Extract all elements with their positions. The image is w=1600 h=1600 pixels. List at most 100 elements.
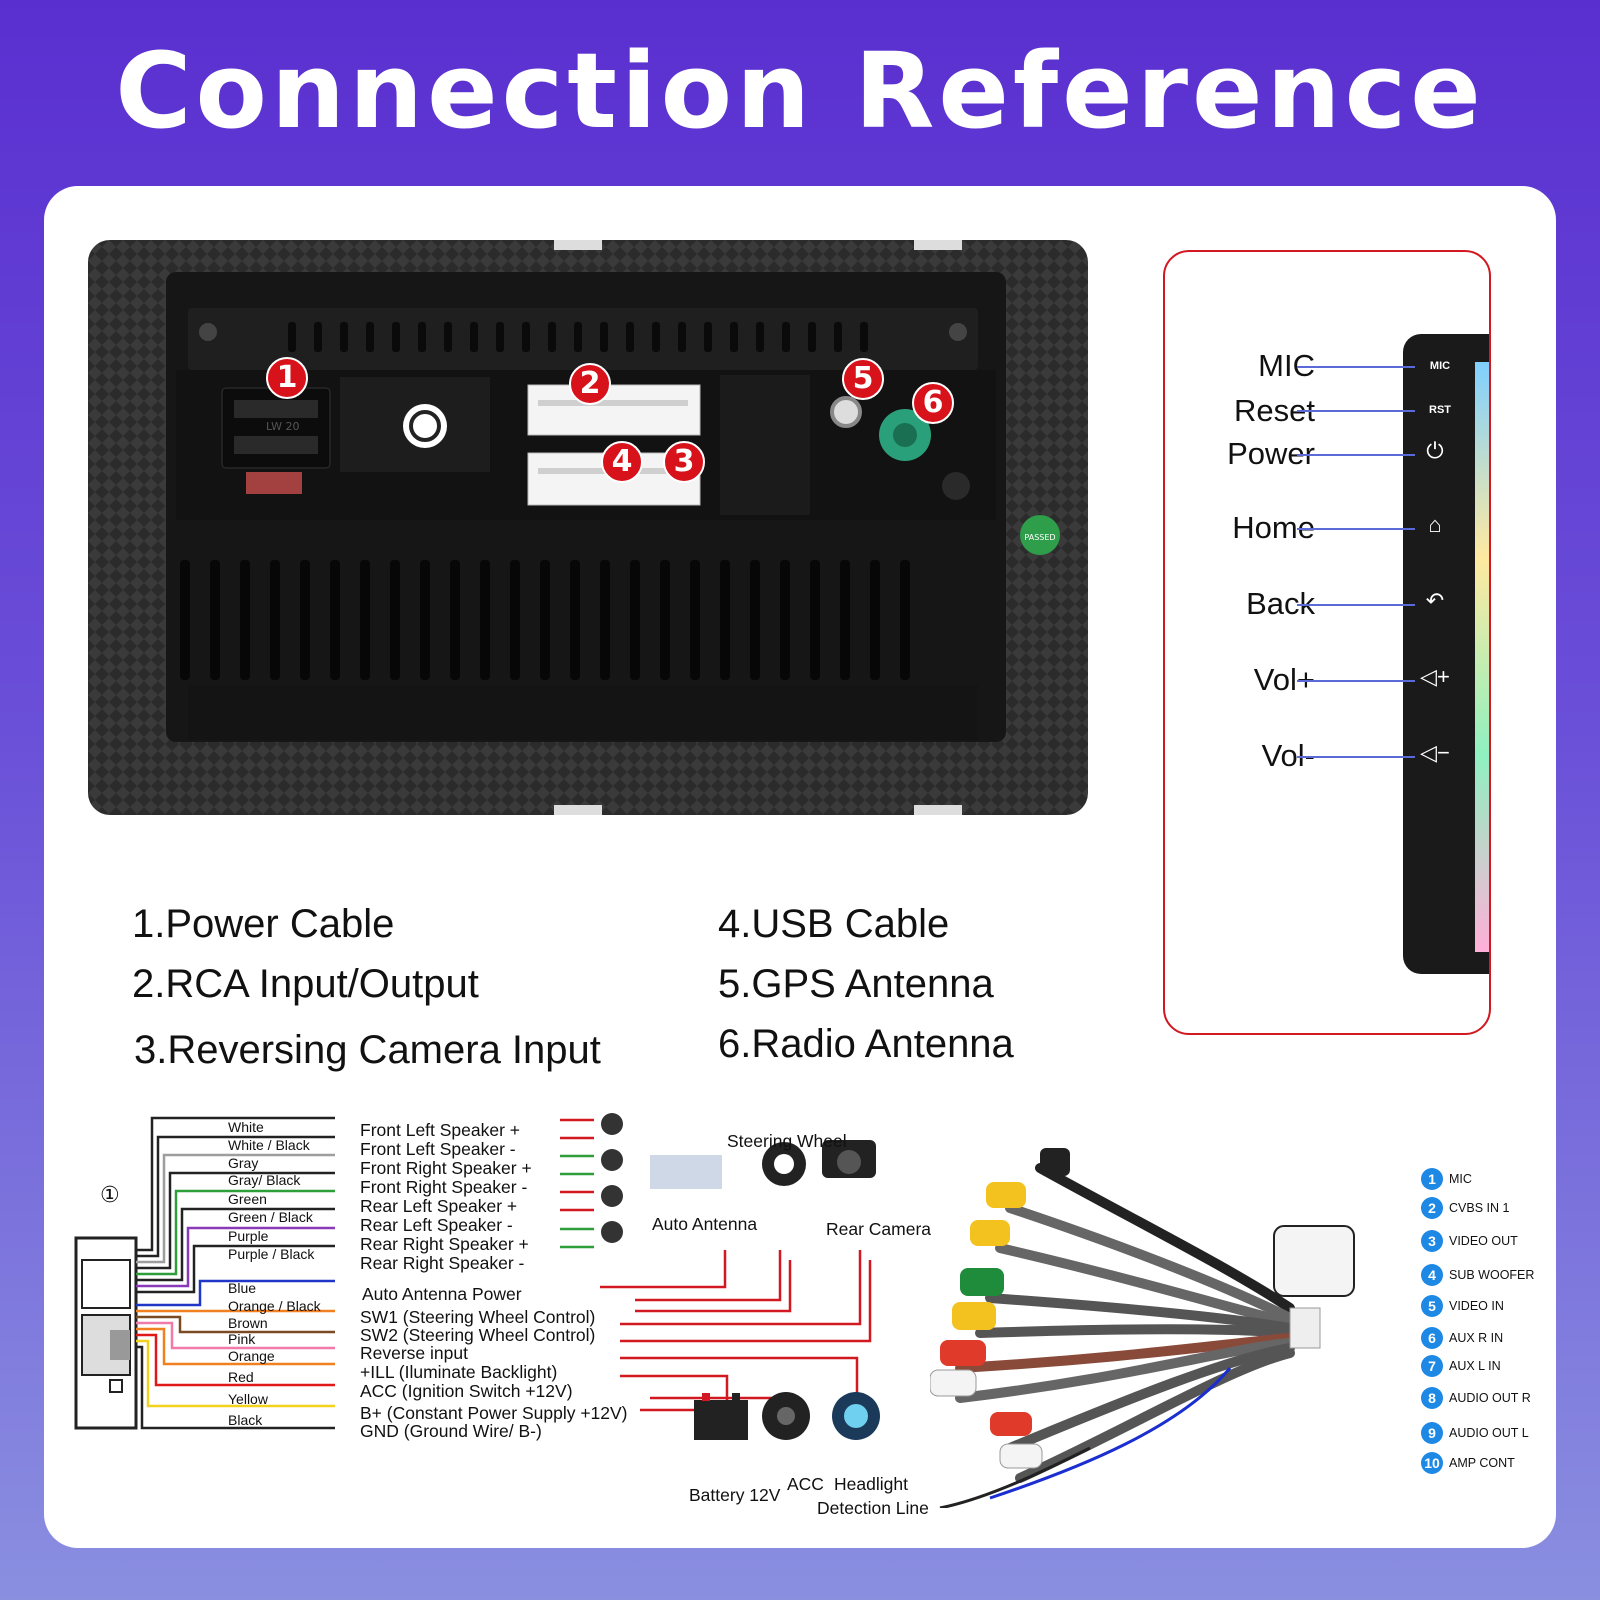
pin-label-text: LW 20 [266, 420, 300, 433]
rca-number: 1 [1421, 1168, 1443, 1190]
rca-number: 4 [1421, 1264, 1443, 1286]
rca-legend-item: 5 VIDEO IN [1421, 1295, 1504, 1317]
volume-up-icon: ◁+ [1420, 664, 1450, 689]
rca-label: AUDIO OUT L [1449, 1426, 1529, 1440]
steering-wheel-label: Steering Wheel [727, 1131, 847, 1151]
wire-color-label: Orange [228, 1348, 275, 1364]
wire-function-label: Auto Antenna Power [362, 1284, 522, 1304]
rca-number: 2 [1421, 1197, 1443, 1219]
rca-label: AUX R IN [1449, 1331, 1504, 1345]
pointer-line-home [1297, 528, 1415, 530]
rca-plugs [930, 1148, 1070, 1469]
wire-color-label: Black [228, 1412, 263, 1428]
head-unit-back-photo: LW 20 [88, 240, 1088, 815]
legend-gps: 5.GPS Antenna [718, 962, 994, 1006]
rca-legend-item: 1 MIC [1421, 1168, 1472, 1190]
device-icons [650, 1140, 880, 1440]
rca-legend-item: 10 AMP CONT [1421, 1452, 1515, 1474]
badge-radio: 6 [912, 382, 954, 424]
rca-label: AMP CONT [1449, 1456, 1515, 1470]
rca-legend-item: 2 CVBS IN 1 [1421, 1197, 1509, 1219]
wire-function-label: Front Right Speaker + [360, 1158, 532, 1178]
top-vents [288, 322, 868, 352]
wire-color-label: Purple [228, 1228, 269, 1244]
rca-number: 3 [1421, 1230, 1443, 1252]
rca-legend-item: 8 AUDIO OUT R [1421, 1387, 1531, 1409]
wire-function-label: Rear Right Speaker - [360, 1253, 525, 1273]
side-buttons-panel: MIC Reset Power Home Back Vol+ Vol- MIC … [1163, 250, 1491, 1035]
side-label-back: Back [1246, 586, 1315, 621]
auto-antenna-label: Auto Antenna [652, 1214, 758, 1234]
legend-reversing-camera: 3.Reversing Camera Input [134, 1028, 601, 1072]
wire-color-label: White [228, 1119, 264, 1135]
wire-color-label: Red [228, 1369, 254, 1385]
headlight-label: Headlight [834, 1474, 908, 1494]
acc-label: ACC [787, 1474, 824, 1494]
power-icon: ⏻ [1426, 438, 1444, 463]
passed-sticker-text: PASSED [1024, 533, 1055, 542]
side-label-power: Power [1227, 436, 1315, 471]
harness-connector-number: ① [100, 1182, 120, 1207]
back-icon: ↶ [1425, 588, 1445, 613]
battery-label: Battery 12V [689, 1485, 781, 1505]
wire-color-label: Blue [228, 1280, 257, 1296]
unit-bezel-photo [1403, 334, 1489, 974]
badge-reversing-camera: 3 [663, 441, 705, 483]
wire-function-label: +ILL (Iluminate Backlight) [360, 1362, 558, 1382]
wire-color-label: White / Black [228, 1137, 310, 1153]
badge-gps: 5 [842, 358, 884, 400]
side-label-vol-up: Vol+ [1253, 662, 1315, 697]
rca-label: SUB WOOFER [1449, 1268, 1535, 1282]
rca-cable-photo [930, 1148, 1355, 1508]
rca-number: 8 [1421, 1387, 1443, 1409]
page-title: Connection Reference [115, 30, 1485, 152]
legend-usb: 4.USB Cable [718, 902, 950, 946]
wire-color-label: Yellow [228, 1391, 268, 1407]
wire-function-label: Rear Right Speaker + [360, 1234, 529, 1254]
rca-number: 10 [1421, 1452, 1443, 1474]
wire-color-label: Green / Black [228, 1209, 313, 1225]
badge-rca: 2 [569, 363, 611, 405]
rca-label: MIC [1449, 1172, 1472, 1186]
home-icon: ⌂ [1428, 512, 1442, 537]
side-label-home: Home [1232, 510, 1315, 545]
wire-function-label: SW1 (Steering Wheel Control) [360, 1307, 596, 1327]
wire-color-label: Green [228, 1191, 267, 1207]
pointer-line-vol-down [1297, 756, 1415, 758]
rca-number: 5 [1421, 1295, 1443, 1317]
legend-radio: 6.Radio Antenna [718, 1022, 1014, 1066]
wire-function-label: GND (Ground Wire/ B-) [360, 1421, 542, 1441]
mic-hole-icon: MIC [1429, 360, 1451, 372]
screen-edge [1475, 362, 1489, 952]
wire-color-label: Gray [228, 1155, 259, 1171]
rca-label: AUDIO OUT R [1449, 1391, 1531, 1405]
pointer-line-reset [1297, 410, 1415, 412]
wire-function-label: ACC (Ignition Switch +12V) [360, 1381, 573, 1401]
pointer-line-mic [1297, 366, 1415, 368]
wire-function-label: SW2 (Steering Wheel Control) [360, 1325, 596, 1345]
legend-power-cable: 1.Power Cable [132, 902, 395, 946]
wire-function-label: Front Left Speaker + [360, 1120, 521, 1140]
bottom-vents [180, 560, 910, 680]
pointer-line-vol-up [1297, 680, 1415, 682]
wire-function-label: Rear Left Speaker - [360, 1215, 513, 1235]
wire-function-label: Front Left Speaker - [360, 1139, 516, 1159]
side-label-reset: Reset [1234, 393, 1315, 428]
rear-camera-label: Rear Camera [826, 1219, 932, 1239]
rca-label: VIDEO IN [1449, 1299, 1504, 1313]
wire-color-label: Purple / Black [228, 1246, 315, 1262]
side-label-vol-down: Vol- [1261, 738, 1315, 773]
rca-legend-item: 7 AUX L IN [1421, 1355, 1501, 1377]
rca-number: 7 [1421, 1355, 1443, 1377]
pointer-line-power [1297, 454, 1415, 456]
rca-label: AUX L IN [1449, 1359, 1501, 1373]
wiring-lines [74, 1113, 880, 1440]
rca-label: CVBS IN 1 [1449, 1201, 1510, 1215]
wire-color-label: Brown [228, 1315, 268, 1331]
rca-number: 9 [1421, 1422, 1443, 1444]
detection-line-label: Detection Line [817, 1498, 929, 1518]
wire-color-label: Orange / Black [228, 1298, 321, 1314]
rca-legend-item: 4 SUB WOOFER [1421, 1264, 1534, 1286]
